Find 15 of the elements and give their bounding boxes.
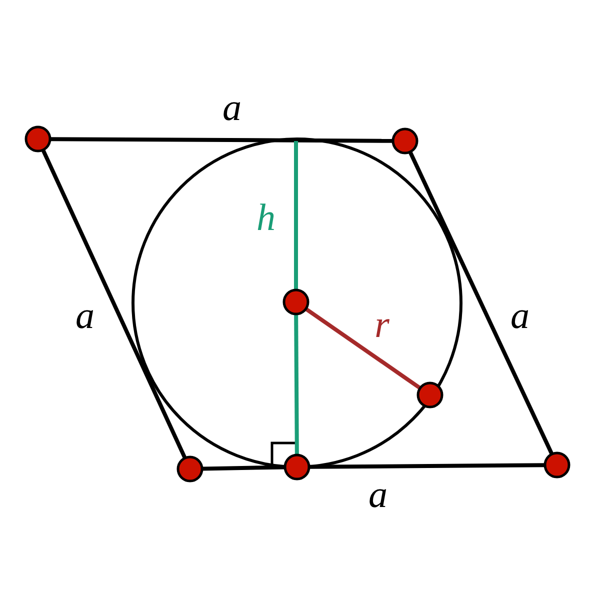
line-segment	[408, 151, 554, 455]
line-segment	[50, 137, 394, 143]
line-segment	[308, 463, 546, 469]
line-segment	[294, 141, 298, 290]
line-segment	[304, 307, 422, 390]
line-segment	[202, 465, 286, 471]
point-dot	[176, 456, 204, 482]
point-dot	[282, 288, 310, 316]
point-dot	[392, 128, 418, 154]
point-dot	[284, 454, 310, 480]
point-dot	[544, 452, 570, 478]
point-dot	[416, 382, 444, 408]
line-segment	[41, 149, 187, 459]
line-segment	[294, 314, 299, 455]
point-dot	[24, 126, 52, 152]
